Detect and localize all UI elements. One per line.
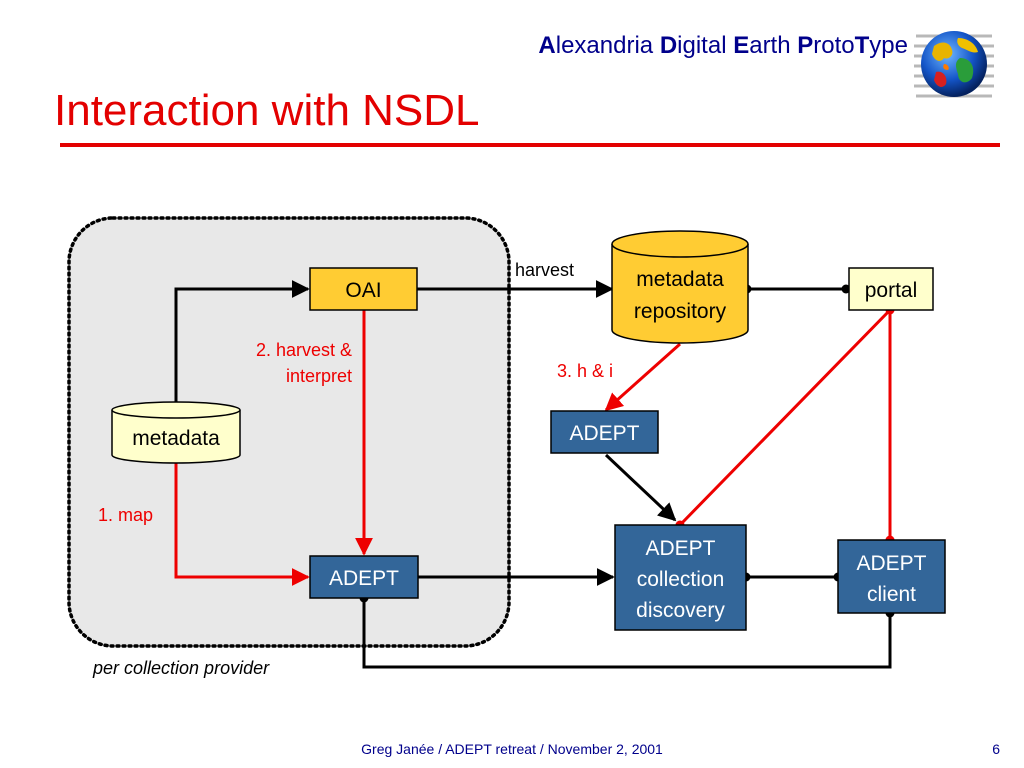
portal-box (848, 267, 934, 311)
adept-hi-box (550, 410, 659, 454)
brand-word-type: ype (869, 32, 908, 59)
brand-word-proto: roto (813, 32, 855, 59)
metadata-repository-label-line2: repository (634, 300, 727, 323)
h-and-i-label: 3. h & i (557, 361, 613, 381)
brand-word-earth: arth (749, 32, 791, 59)
red-arrow-metadata-to-adept (174, 462, 310, 586)
map-label: 1. map (98, 505, 153, 525)
portal-label: portal (865, 279, 918, 302)
brand-title: Alexandria Digital Earth ProtoType (538, 32, 908, 60)
red-arrow-repository-to-adept (604, 342, 681, 412)
metadata-repository-label-line1: metadata (636, 268, 724, 291)
red-line-portal-to-discovery (678, 308, 892, 527)
page-number: 6 (992, 741, 1000, 757)
connector-metadata-to-oai (174, 280, 310, 403)
brand-initial-d: D (659, 32, 678, 59)
adept-client-line2: client (867, 583, 916, 606)
adept-collection-discovery-line3: discovery (636, 599, 725, 622)
adept-client-line1: ADEPT (856, 552, 926, 575)
harvest-interpret-line2: interpret (286, 366, 352, 386)
per-collection-provider-label: per collection provider (92, 658, 270, 678)
adept-provider-label: ADEPT (329, 567, 399, 590)
harvest-label: harvest (515, 260, 574, 280)
adept-collection-discovery-box (614, 524, 747, 631)
title-underline (60, 143, 1000, 147)
brand-initial-p: P (797, 32, 814, 59)
brand-word-digital: igital (677, 32, 727, 59)
footer-credit: Greg Janée / ADEPT retreat / November 2,… (361, 741, 663, 757)
adept-collection-discovery-line1: ADEPT (645, 537, 715, 560)
connector-adept-hi-to-discovery (604, 453, 677, 522)
metadata-repository-cylinder (611, 230, 749, 344)
oai-label: OAI (345, 279, 381, 302)
brand-initial-e: E (733, 32, 750, 59)
metadata-cylinder (111, 401, 241, 464)
brand-initial-t: T (854, 32, 870, 59)
adept-client-box (837, 539, 946, 614)
adept-provider-box (309, 555, 419, 599)
brand-initial-a: A (538, 32, 556, 59)
collection-provider-region (67, 216, 511, 648)
connector-adept-to-client-bottom (362, 598, 892, 669)
adept-hi-label: ADEPT (569, 422, 639, 445)
metadata-label: metadata (132, 427, 220, 450)
oai-box (309, 267, 418, 311)
harvest-interpret-line1: 2. harvest & (256, 340, 352, 360)
adept-collection-discovery-line2: collection (637, 568, 725, 591)
slide-title: Interaction with NSDL (54, 86, 480, 135)
globe-logo-icon (914, 31, 994, 98)
brand-word-alexandria: lexandria (555, 32, 654, 59)
